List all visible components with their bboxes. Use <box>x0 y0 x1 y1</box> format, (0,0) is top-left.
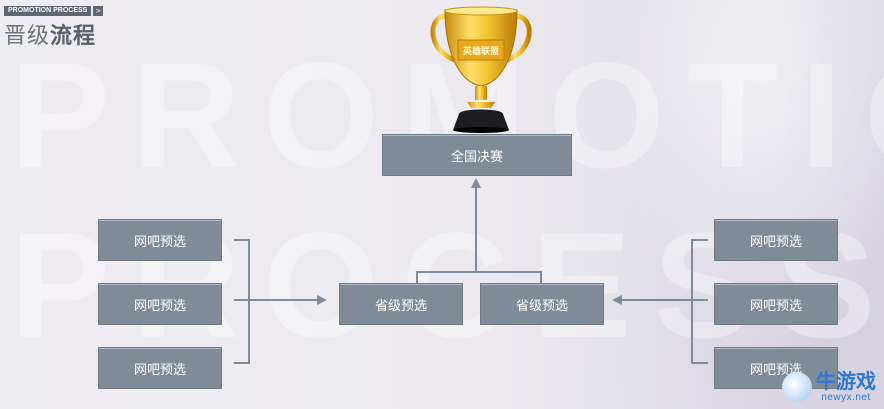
logo-icon <box>782 371 812 402</box>
page-title: 晋级流程 <box>4 18 96 50</box>
header-tag-text: PROMOTION PROCESS <box>4 6 92 16</box>
trophy-icon: 英雄联盟 <box>430 6 532 133</box>
provincial-node-left: 省级预选 <box>339 283 463 325</box>
page-title-light: 晋级 <box>4 24 51 49</box>
net-cafe-node-left-1: 网吧预选 <box>98 219 222 261</box>
net-cafe-node-left-3: 网吧预选 <box>98 347 222 389</box>
trophy-plate-text: 英雄联盟 <box>462 45 499 57</box>
net-cafe-node-right-3: 网吧预选 <box>714 347 838 389</box>
site-watermark-logo: 牛游戏 newyx.net <box>782 370 876 403</box>
final-node: 全国决赛 <box>382 134 572 176</box>
watermark-url: newyx.net <box>821 392 871 403</box>
provincial-node-right: 省级预选 <box>480 283 604 325</box>
page-title-bold: 流程 <box>50 24 97 49</box>
right-bracket <box>691 239 708 364</box>
net-cafe-node-right-1: 网吧预选 <box>714 219 838 261</box>
watermark-brand: 牛游戏 <box>816 369 876 393</box>
background-character-art <box>584 0 884 409</box>
header-tag: PROMOTION PROCESS > <box>4 6 104 16</box>
provincial-join <box>416 271 542 283</box>
header-tag-arrow: > <box>93 6 104 16</box>
net-cafe-node-left-2: 网吧预选 <box>98 283 222 325</box>
net-cafe-node-right-2: 网吧预选 <box>714 283 838 325</box>
left-bracket <box>234 239 250 364</box>
